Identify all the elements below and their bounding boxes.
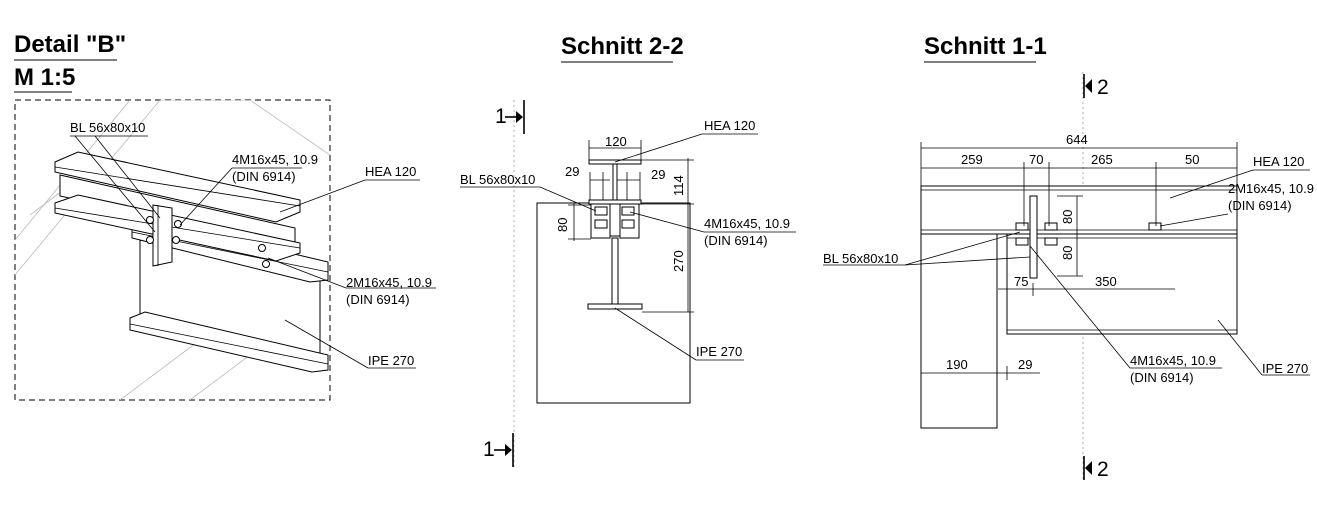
- schnitt-11-label-bolts-top-norm: (DIN 6914): [1228, 198, 1292, 213]
- schnitt-11-label-bolts-bottom-norm: (DIN 6914): [1130, 370, 1194, 385]
- schnitt-11-label-plate: BL 56x80x10: [823, 251, 898, 266]
- schnitt-11-dim-29: 29: [1018, 357, 1032, 372]
- detail-b-hea120: [54, 151, 301, 262]
- detail-b-label-plate: BL 56x80x10: [70, 120, 145, 135]
- schnitt-11-dim-265: 265: [1091, 152, 1113, 167]
- schnitt-22-dim-ipe-height: 270: [671, 250, 686, 272]
- schnitt-22-view: Schnitt 2-2 1 1: [460, 33, 796, 470]
- schnitt-22-label-bolts-norm: (DIN 6914): [704, 233, 768, 248]
- schnitt-22-bolts: [594, 206, 635, 229]
- schnitt-11-dim-50: 50: [1185, 152, 1199, 167]
- schnitt-22-label-bolts: 4M16x45, 10.9: [704, 216, 790, 231]
- detail-b-label-bolts-bottom-norm: (DIN 6914): [346, 292, 410, 307]
- detail-b-leaders: [70, 135, 436, 369]
- section-marker-1-bottom: 1: [483, 433, 514, 467]
- schnitt-22-leaders: [460, 133, 796, 361]
- svg-text:1: 1: [483, 438, 495, 461]
- schnitt-11-view: Schnitt 1-1 2 2: [823, 33, 1314, 481]
- schnitt-22-label-plate: BL 56x80x10: [460, 172, 535, 187]
- schnitt-11-ipe270: [1006, 233, 1238, 335]
- detail-b-plate: [152, 204, 173, 267]
- detail-b-label-bolts-bottom: 2M16x45, 10.9: [346, 275, 432, 290]
- detail-b-label-ipe: IPE 270: [368, 353, 414, 368]
- schnitt-11-dim-80-bottom: 80: [1060, 246, 1075, 260]
- schnitt-11-leaders: [823, 169, 1310, 376]
- schnitt-11-label-hea: HEA 120: [1253, 154, 1304, 169]
- schnitt-22-dimensions: [568, 140, 694, 313]
- schnitt-22-dim-hea-height: 114: [671, 175, 686, 196]
- detail-b-label-bolts-top: 4M16x45, 10.9: [232, 152, 318, 167]
- schnitt-11-dim-total: 644: [1066, 132, 1088, 147]
- schnitt-11-title: Schnitt 1-1: [924, 33, 1047, 60]
- schnitt-22-ipe-section: [587, 237, 643, 310]
- svg-text:2: 2: [1097, 76, 1109, 99]
- detail-b-title: Detail "B": [14, 31, 126, 58]
- schnitt-11-dim-70: 70: [1029, 152, 1043, 167]
- schnitt-11-label-bolts-bottom: 4M16x45, 10.9: [1130, 353, 1216, 368]
- schnitt-22-dim-plate-height: 80: [555, 218, 570, 232]
- schnitt-11-dim-75: 75: [1014, 274, 1028, 289]
- schnitt-11-dim-259: 259: [961, 152, 983, 167]
- svg-text:1: 1: [495, 105, 507, 128]
- svg-text:2: 2: [1097, 458, 1109, 481]
- detail-b-label-bolts-top-norm: (DIN 6914): [232, 169, 296, 184]
- schnitt-22-title: Schnitt 2-2: [561, 33, 684, 60]
- schnitt-11-dim-350: 350: [1095, 274, 1117, 289]
- schnitt-22-label-hea: HEA 120: [704, 118, 755, 133]
- section-marker-2-bottom: 2: [1083, 456, 1109, 481]
- schnitt-11-hea120: [920, 185, 1238, 235]
- schnitt-11-dim-190: 190: [946, 357, 968, 372]
- detail-b-label-hea: HEA 120: [365, 164, 416, 179]
- schnitt-22-dim-right: 29: [651, 167, 665, 182]
- schnitt-22-dim-left: 29: [565, 164, 579, 179]
- section-marker-2-top: 2: [1083, 74, 1109, 99]
- schnitt-11-plate: [1029, 195, 1038, 279]
- schnitt-11-column: [920, 234, 998, 429]
- detail-b-bolts: [146, 216, 270, 268]
- detail-b-scale: M 1:5: [14, 64, 75, 91]
- schnitt-11-dimensions: [920, 142, 1238, 380]
- detail-b-view: Detail "B" M 1:5: [14, 31, 436, 401]
- schnitt-22-dim-width: 120: [605, 134, 627, 149]
- schnitt-22-label-ipe: IPE 270: [696, 344, 742, 359]
- section-marker-1-top: 1: [495, 100, 525, 134]
- schnitt-11-label-ipe: IPE 270: [1262, 361, 1308, 376]
- schnitt-11-label-bolts-top: 2M16x45, 10.9: [1228, 181, 1314, 196]
- schnitt-11-bolts: [1015, 222, 1162, 246]
- schnitt-11-dim-80-top: 80: [1060, 210, 1075, 224]
